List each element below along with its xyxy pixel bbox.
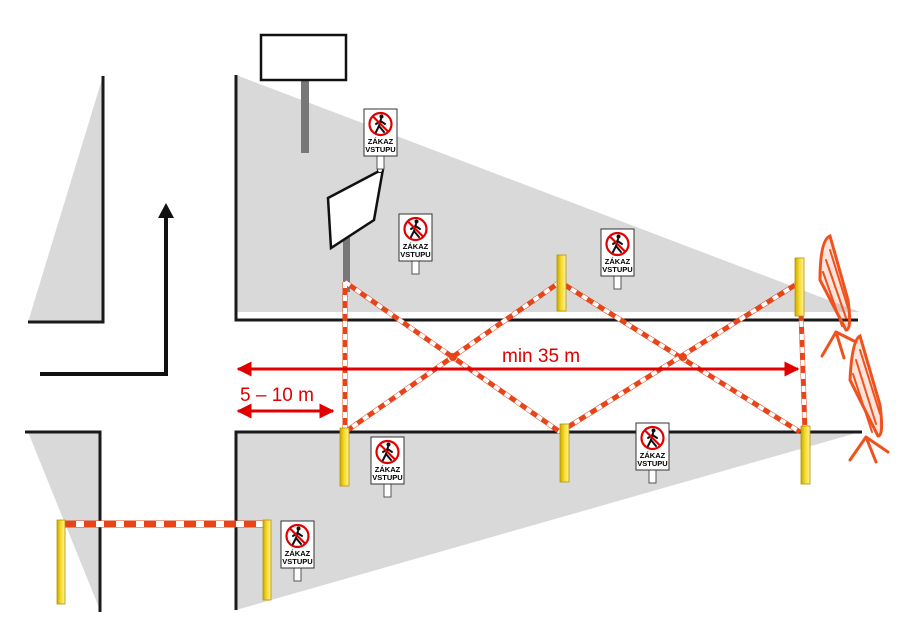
sign-label-line1: ZÁKAZ	[375, 465, 401, 474]
sign-label-line1: ZÁKAZ	[605, 257, 631, 266]
sign-label-line2: VSTUPU	[602, 265, 632, 274]
sign-label-line2: VSTUPU	[637, 459, 667, 468]
road-edge-upper-right	[234, 75, 858, 322]
barrier-posts	[56, 254, 811, 605]
sign-label-line1: ZÁKAZ	[640, 451, 666, 460]
sign-label-line1: ZÁKAZ	[403, 242, 429, 251]
dimension-min-35m: min 35 m	[236, 346, 800, 377]
zone-upper-right	[236, 75, 860, 312]
orange-barrier-lower	[848, 333, 890, 464]
zone-lower-right	[236, 432, 860, 610]
no-pedestrians-icon	[403, 216, 428, 242]
restricted-zone	[28, 75, 860, 610]
post	[800, 425, 811, 485]
dimension-label-short: 5 – 10 m	[240, 385, 314, 406]
no-pedestrians-icon	[605, 231, 630, 257]
post	[794, 257, 805, 317]
dimension-label-long: min 35 m	[502, 346, 580, 367]
no-pedestrians-icon	[375, 439, 400, 465]
sign-label-line2: VSTUPU	[372, 473, 402, 482]
billboard	[259, 33, 348, 153]
post	[559, 423, 570, 483]
no-entry-signs: ZÁKAZVSTUPUZÁKAZVSTUPUZÁKAZVSTUPUZÁKAZVS…	[280, 108, 670, 582]
road-edge-upper-left	[28, 76, 105, 324]
dimension-5-10m: 5 – 10 m	[236, 385, 335, 419]
sign-label-line2: VSTUPU	[400, 250, 430, 259]
no-pedestrians-icon	[640, 425, 665, 451]
post	[339, 427, 350, 487]
sign-label-line1: ZÁKAZ	[368, 137, 394, 146]
sign-label-line2: VSTUPU	[365, 145, 395, 154]
sign-label-line2: VSTUPU	[282, 557, 312, 566]
road-edge-lower-left	[25, 430, 102, 612]
sign-label-line1: ZÁKAZ	[285, 549, 311, 558]
post	[56, 519, 66, 605]
orange-barrier-upper	[818, 233, 858, 360]
post	[262, 519, 272, 601]
no-pedestrians-icon	[368, 111, 393, 137]
turn-up-arrow-icon	[40, 203, 174, 376]
zone-upper-left	[28, 76, 103, 322]
post	[556, 254, 567, 312]
no-pedestrians-icon	[285, 523, 310, 549]
barrier-tape	[62, 279, 808, 528]
